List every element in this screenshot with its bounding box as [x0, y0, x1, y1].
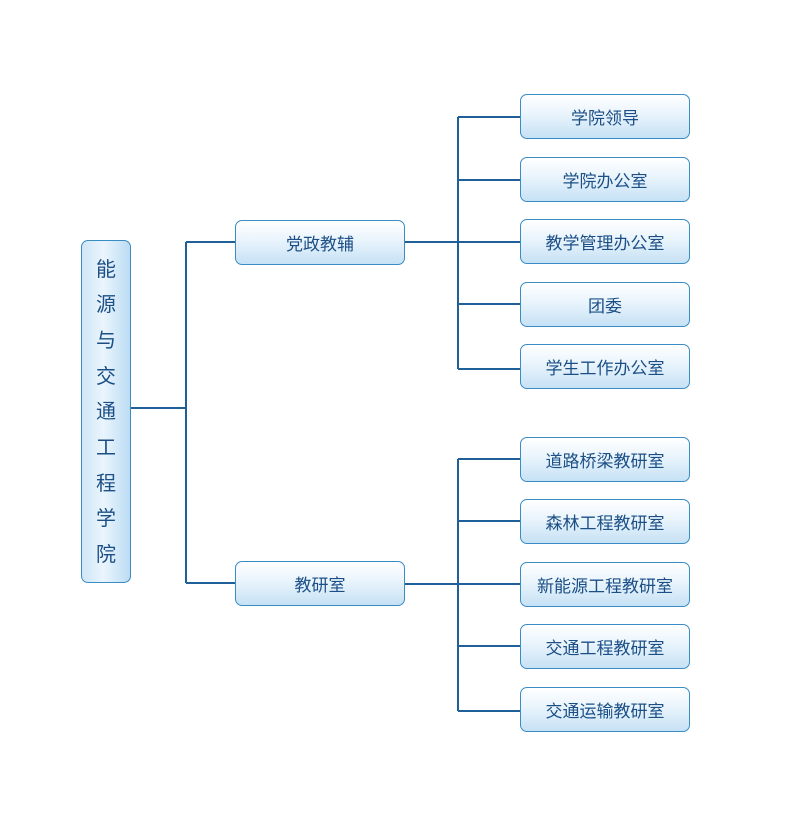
root-label-char: 院	[96, 542, 116, 567]
root-label-char: 工	[96, 435, 116, 460]
root-label-char: 学	[96, 506, 116, 531]
leaf-node-teaching-admin-office: 教学管理办公室	[520, 219, 690, 264]
leaf-node-forest-engineering-section: 森林工程教研室	[520, 499, 690, 544]
leaf-node-new-energy-section: 新能源工程教研室	[520, 562, 690, 607]
leaf-node-transportation-section: 交通运输教研室	[520, 687, 690, 732]
branch-node-teaching-research: 教研室	[235, 561, 405, 606]
leaf-node-student-affairs-office: 学生工作办公室	[520, 344, 690, 389]
root-label-char: 与	[96, 328, 116, 353]
root-label-char: 能	[96, 256, 116, 281]
leaf-node-college-leadership: 学院领导	[520, 94, 690, 139]
root-label-char: 交	[96, 363, 116, 388]
leaf-node-traffic-engineering-section: 交通工程教研室	[520, 624, 690, 669]
leaf-node-road-bridge-section: 道路桥梁教研室	[520, 437, 690, 482]
leaf-node-youth-league: 团委	[520, 282, 690, 327]
leaf-node-college-office: 学院办公室	[520, 157, 690, 202]
root-node: 能源与交通工程学院	[81, 240, 131, 583]
root-label-char: 通	[96, 399, 116, 424]
root-label-char: 程	[96, 470, 116, 495]
root-label-char: 源	[96, 292, 116, 317]
branch-node-party-admin: 党政教辅	[235, 220, 405, 265]
